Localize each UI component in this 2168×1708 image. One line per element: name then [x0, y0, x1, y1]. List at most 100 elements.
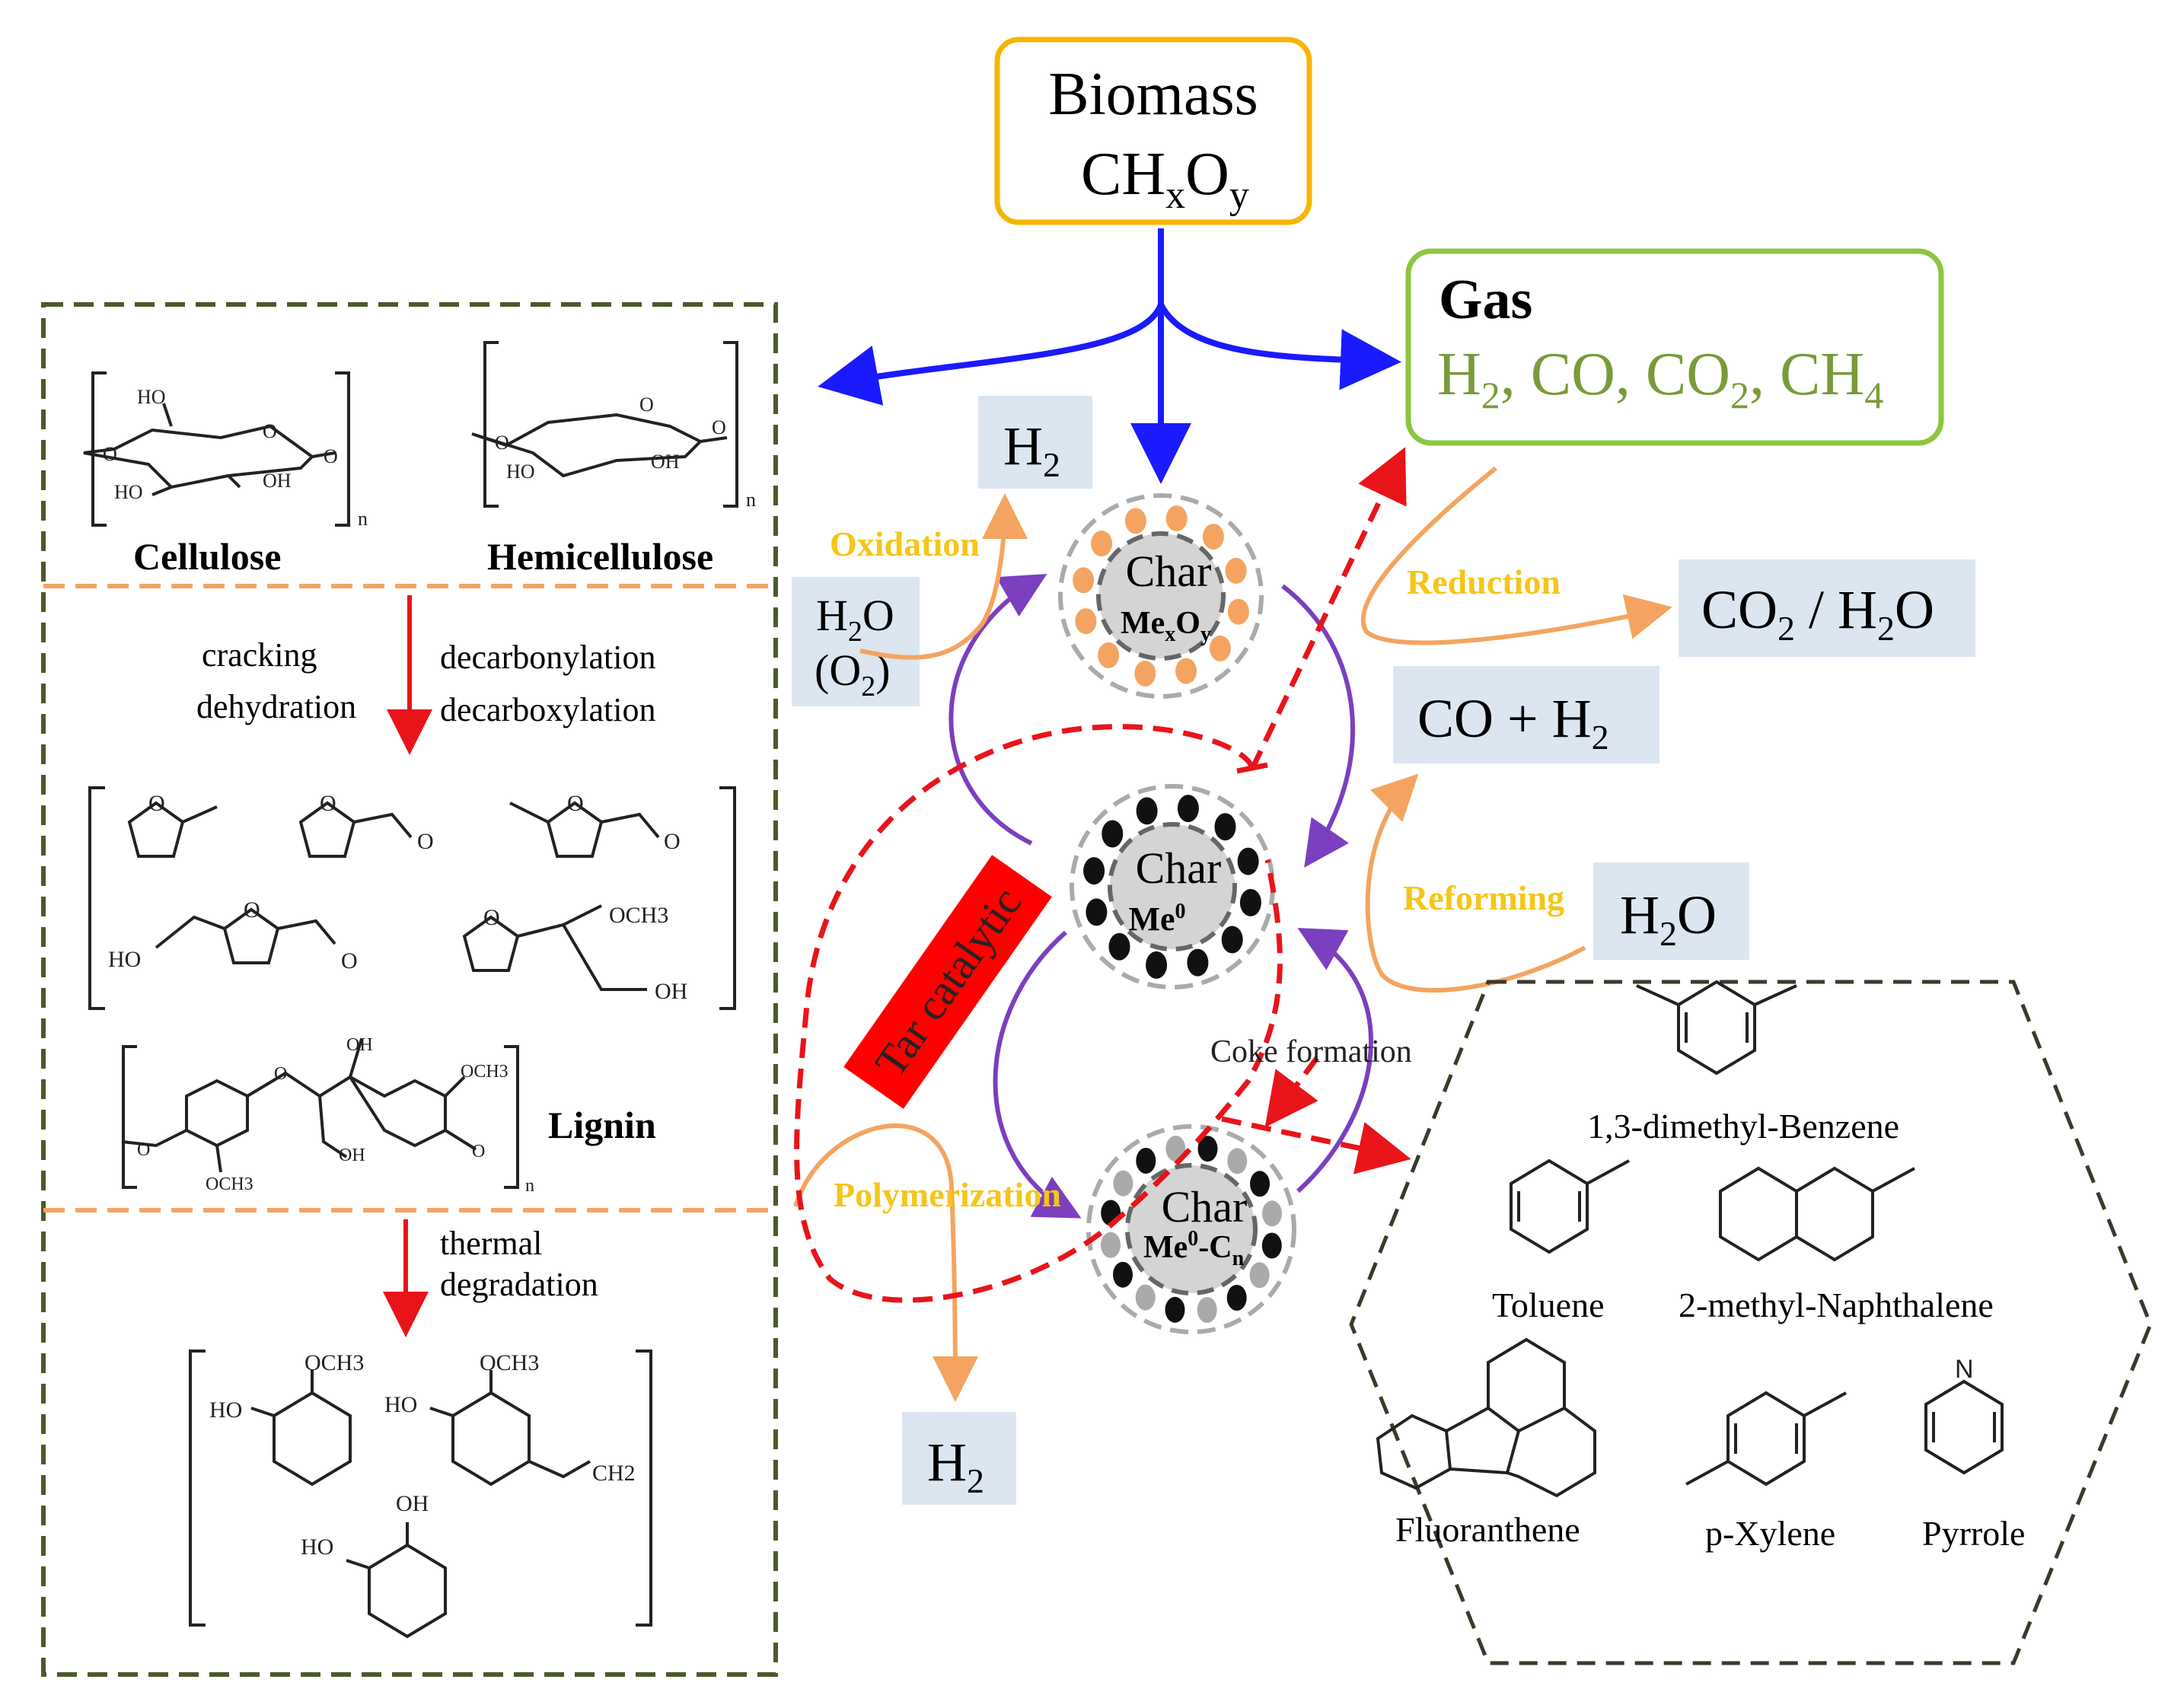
- hemicellulose-structure: [471, 341, 738, 508]
- metal-oxide-dot: [1134, 660, 1156, 687]
- svg-text:CO2 / H2O: CO2 / H2O: [1701, 579, 1934, 648]
- polymerization-label: Polymerization: [834, 1175, 1061, 1214]
- svg-text:OH: OH: [263, 470, 292, 492]
- cellulose-structure: [83, 371, 350, 527]
- svg-text:O: O: [712, 416, 726, 438]
- cellulose-label: Cellulose: [133, 535, 281, 578]
- svg-text:H2: H2: [927, 1432, 984, 1500]
- metal-dot: [1136, 797, 1158, 825]
- svg-text:O: O: [417, 829, 434, 854]
- svg-text:O: O: [320, 791, 336, 816]
- h2o-reform-box: H2O: [1593, 862, 1749, 960]
- carbon-metal-dot: [1261, 1232, 1282, 1259]
- svg-text:OCH3: OCH3: [480, 1350, 539, 1375]
- svg-text:O: O: [324, 445, 338, 467]
- h2-top-box: H2: [978, 396, 1092, 489]
- degradation-label: degradation: [440, 1266, 598, 1303]
- h2-bottom-box: H2: [902, 1412, 1016, 1505]
- svg-text:H2O: H2O: [816, 591, 894, 648]
- svg-text:HO: HO: [114, 481, 143, 503]
- coke-formation-label: Coke formation: [1210, 1034, 1412, 1069]
- furan-derivatives: [88, 786, 736, 1010]
- biomass-label: Biomass: [1048, 61, 1258, 128]
- svg-text:O: O: [103, 443, 117, 465]
- phenolic-products: [189, 1350, 652, 1639]
- svg-text:Tar catalytic: Tar catalytic: [865, 878, 1031, 1086]
- svg-text:H2: H2: [1003, 416, 1060, 484]
- lignin-label: Lignin: [548, 1104, 656, 1146]
- svg-text:Char: Char: [1162, 1182, 1248, 1232]
- pxylene-label: p-Xylene: [1705, 1514, 1835, 1553]
- pyrrole-n-label: N: [1955, 1355, 1974, 1384]
- carbon-metal-dot: [1250, 1171, 1270, 1197]
- toluene-label: Toluene: [1492, 1286, 1605, 1324]
- metal-dot: [1187, 948, 1209, 977]
- metal-dot: [1177, 795, 1199, 823]
- metal-oxide-dot: [1091, 531, 1113, 557]
- svg-text:HO: HO: [209, 1397, 242, 1423]
- svg-text:OH: OH: [339, 1146, 365, 1165]
- fluoranthene-label: Fluoranthene: [1395, 1510, 1580, 1549]
- svg-text:n: n: [358, 508, 368, 530]
- orange-process-arrows: [793, 466, 1672, 1402]
- svg-text:H2O: H2O: [1620, 884, 1717, 953]
- metal-dot: [1086, 898, 1108, 926]
- tar-compound-structures: [1376, 980, 2004, 1498]
- svg-text:O: O: [495, 432, 509, 454]
- hemicellulose-label: Hemicellulose: [487, 535, 713, 578]
- biomass-formula: CHxOy: [1081, 141, 1249, 217]
- metal-oxide-dot: [1124, 508, 1146, 534]
- svg-text:Me0-Cn: Me0-Cn: [1143, 1227, 1245, 1270]
- loop-cap: [1236, 762, 1268, 774]
- metal-dot: [1108, 932, 1130, 961]
- svg-text:O: O: [483, 905, 500, 930]
- tar-catalytic-label: Tar catalytic: [843, 855, 1052, 1109]
- svg-text:O: O: [472, 1142, 485, 1162]
- svg-text:O: O: [341, 948, 358, 973]
- process-labels: Oxidation Reduction Reforming Polymeriza…: [830, 524, 1564, 1214]
- svg-text:O: O: [148, 791, 165, 816]
- phenolic-labels: OCH3 HO OCH3 HO CH2 OH HO: [209, 1350, 636, 1560]
- svg-text:n: n: [746, 489, 756, 511]
- metal-oxide-dot: [1227, 598, 1249, 625]
- hemicellulose-labels: O O O HO OH n: [495, 394, 756, 511]
- metal-dot: [1102, 820, 1124, 848]
- carbon-metal-dot: [1113, 1170, 1133, 1197]
- gas-box: Gas H2, CO, CO2, CH4: [1405, 248, 1944, 446]
- cellulose-labels: HO HO OH O O O n: [103, 386, 368, 530]
- metal-oxide-dot: [1165, 505, 1188, 532]
- metal-dot: [1083, 857, 1105, 885]
- oxidation-label: Oxidation: [830, 524, 980, 563]
- svg-text:O: O: [664, 829, 681, 854]
- svg-text:O: O: [274, 1064, 287, 1084]
- carbon-metal-dot: [1197, 1136, 1218, 1162]
- svg-text:O: O: [263, 420, 277, 442]
- char-particle-coked: Char Me0-Cn: [1086, 1124, 1296, 1334]
- metal-dot: [1221, 926, 1243, 954]
- h2o-o2-box: H2O (O2): [792, 577, 920, 706]
- dimethylbenzene-label: 1,3-dimethyl-Benzene: [1587, 1107, 1899, 1146]
- svg-text:O: O: [639, 394, 654, 416]
- metal-oxide-dot: [1202, 524, 1224, 550]
- svg-text:O: O: [137, 1140, 150, 1160]
- biomass-split-arrows: [818, 228, 1401, 484]
- svg-text:(O2): (O2): [815, 645, 891, 703]
- svg-text:OH: OH: [655, 979, 687, 1004]
- svg-text:OH: OH: [346, 1035, 373, 1055]
- svg-text:OH: OH: [396, 1491, 429, 1516]
- svg-text:OH: OH: [651, 451, 680, 473]
- metal-oxide-dot: [1098, 642, 1120, 668]
- co-h2-box: CO + H2: [1393, 666, 1659, 763]
- cracking-label: cracking: [202, 636, 317, 674]
- metal-dot: [1146, 951, 1168, 979]
- svg-text:HO: HO: [301, 1534, 333, 1560]
- reduction-label: Reduction: [1407, 562, 1561, 601]
- svg-text:OCH3: OCH3: [609, 903, 668, 928]
- lignin-labels: O OH OH OCH3 O O OCH3 n: [137, 1035, 534, 1196]
- carbon-metal-dot: [1197, 1297, 1217, 1323]
- dehydration-label: dehydration: [196, 688, 356, 725]
- carbon-metal-dot: [1136, 1148, 1156, 1174]
- redox-cycle-arrows: [948, 573, 1373, 1219]
- metal-oxide-dot: [1073, 567, 1095, 594]
